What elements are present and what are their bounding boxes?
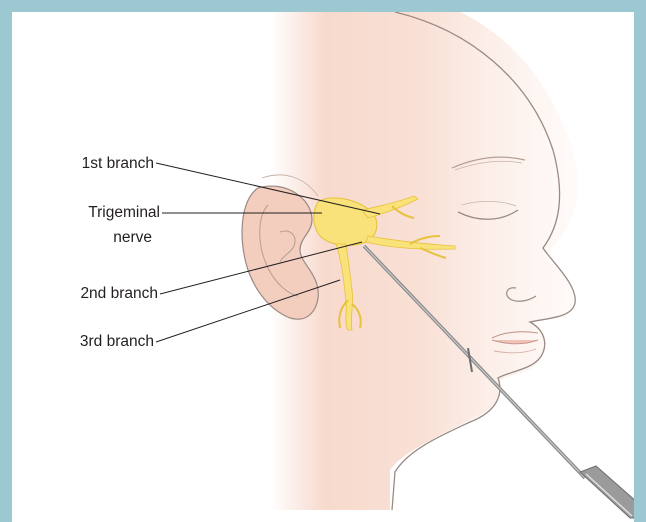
label-second-branch: 2nd branch	[30, 285, 158, 303]
label-first-branch: 1st branch	[40, 155, 154, 173]
label-third-branch: 3rd branch	[30, 333, 154, 351]
label-trigeminal-line2: nerve	[30, 229, 152, 247]
label-trigeminal-line1: Trigeminal	[30, 204, 160, 222]
